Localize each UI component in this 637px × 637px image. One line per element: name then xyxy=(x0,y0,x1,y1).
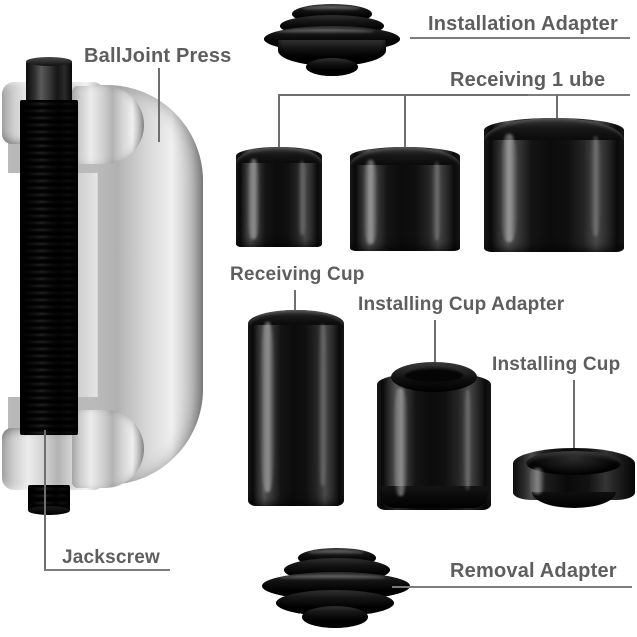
installation-adapter-pilot xyxy=(306,58,358,76)
jackscrew-hex-head xyxy=(26,60,72,102)
label-balljoint-press: BallJoint Press xyxy=(84,45,232,67)
press-bottom-fillet xyxy=(72,410,144,488)
receiving-cup-part xyxy=(248,310,344,506)
receiving-tube-leader-medium xyxy=(404,94,406,150)
receiving-tube-small-body xyxy=(236,147,322,247)
receiving-tube-large xyxy=(484,118,624,252)
installation-adapter-gloss-flange xyxy=(276,29,374,34)
receiving-tube-small xyxy=(236,147,322,247)
receiving-tube-small-top xyxy=(236,147,322,163)
removal-adapter-gloss-flange xyxy=(278,575,386,580)
jackscrew-threaded-rod xyxy=(20,100,78,435)
label-jackscrew: Jackscrew xyxy=(62,547,160,568)
removal-adapter-part xyxy=(262,548,410,632)
receiving-tube-leader-small xyxy=(278,94,280,150)
receiving-cup-body xyxy=(248,310,344,506)
receiving-tube-leader-large xyxy=(556,94,558,124)
installing-cup-part xyxy=(513,440,635,512)
label-installation-adapter-underline xyxy=(410,37,630,39)
installing-cup-leader xyxy=(573,380,575,472)
label-receiving-tube-underline xyxy=(440,94,630,96)
label-receiving-tube: Receiving 1 ube xyxy=(450,69,606,91)
receiving-cup-top xyxy=(248,310,344,325)
receiving-tube-bracket-spine xyxy=(278,94,528,96)
installing-cup-base xyxy=(532,492,616,508)
label-removal-adapter: Removal Adapter xyxy=(450,560,617,582)
receiving-cup-leader xyxy=(294,290,296,322)
removal-adapter-gloss-top xyxy=(308,550,364,555)
installing-cup-adapter-leader xyxy=(434,320,436,374)
installation-adapter-gloss-top xyxy=(302,6,360,11)
installing-cup-bore xyxy=(526,451,622,475)
receiving-tube-large-body xyxy=(484,118,624,252)
installing-cup-adapter-base-lip xyxy=(380,486,488,508)
installing-cup-adapter-bore xyxy=(403,366,465,382)
installation-adapter-part xyxy=(262,4,402,80)
receiving-tube-large-top xyxy=(484,118,624,140)
receiving-tube-medium xyxy=(350,147,460,251)
installing-cup-adapter-part xyxy=(377,362,491,510)
balljoint-press-leader xyxy=(158,68,160,142)
press-top-fillet xyxy=(72,86,144,164)
balljoint-press-part xyxy=(0,57,215,530)
label-installing-cup: Installing Cup xyxy=(492,354,621,375)
jackscrew-leader-vertical xyxy=(44,430,46,570)
label-installing-cup-adapter: Installing Cup Adapter xyxy=(358,294,565,315)
jackscrew-tip-cap xyxy=(28,506,70,515)
jackscrew-hex-top xyxy=(26,57,72,66)
removal-adapter-leader-underline xyxy=(392,586,632,588)
removal-adapter-pilot xyxy=(302,606,368,628)
receiving-tube-medium-top xyxy=(350,147,460,165)
label-installation-adapter: Installation Adapter xyxy=(428,13,618,35)
label-receiving-cup: Receiving Cup xyxy=(230,264,365,285)
jackscrew-leader-horizontal xyxy=(44,569,170,571)
